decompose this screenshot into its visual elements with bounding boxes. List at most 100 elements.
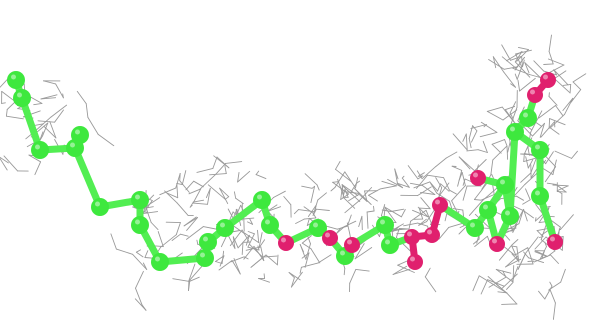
atom-highlight [325,232,330,238]
mesh-segment [232,208,238,219]
mesh-segment [516,195,525,201]
mesh-segment [258,232,263,249]
mesh-segment [159,187,177,196]
mesh-segment [424,267,431,278]
mesh-segment [562,83,572,86]
bond [18,94,44,154]
mesh-segment [420,191,436,195]
mesh-segment [417,222,429,227]
mesh-segment [517,46,529,51]
atom-highlight [95,201,100,207]
mesh-segment [260,246,265,262]
mesh-segment [451,165,463,171]
bond [71,144,104,211]
bond [506,128,519,220]
atom-highlight [75,129,80,135]
mesh-segment [546,182,557,185]
mesh-segment [445,151,458,159]
mesh-segment [33,102,43,106]
mesh-segment [550,254,559,264]
mesh-segment [486,110,504,121]
mesh-segment [466,149,479,152]
mesh-segment [241,241,244,255]
mesh-segment [229,229,243,247]
mesh-segment [247,231,255,235]
mesh-segment [233,191,237,199]
mesh-segment [368,188,381,196]
mesh-segment [341,184,359,197]
mesh-segment [215,255,225,262]
mesh-segment [549,281,553,287]
mesh-segment [0,157,8,171]
mesh-segment [553,70,567,80]
mesh-segment [176,182,179,199]
mesh-segment [342,185,361,203]
mesh-segment [473,182,488,200]
mesh-segment [421,166,437,180]
mesh-segment [556,191,567,193]
mesh-segment [199,173,217,190]
atom-highlight [11,74,16,80]
mesh-segment [303,217,317,220]
mesh-segment [185,180,195,191]
mesh-segment [176,182,183,186]
mesh-segment [157,231,164,248]
atom-highlight [70,142,75,148]
mesh-segment [258,278,270,283]
mesh-segment [175,172,181,189]
mesh-segment [527,147,530,156]
atom-highlight [492,238,497,244]
mesh-segment [524,62,541,78]
mesh-segment [144,197,161,208]
mesh-segment [525,236,539,254]
mesh-segment [511,245,518,248]
mesh-segment [354,247,373,260]
mesh-segment [164,190,178,204]
mesh-segment [150,222,159,231]
mesh-segment [142,211,159,215]
mesh-segment [344,200,360,214]
mesh-segment [276,254,279,266]
atom-highlight [347,239,352,245]
mesh-segment [517,79,521,92]
mesh-segment [452,133,468,151]
mesh-segment [189,204,193,208]
mesh-segment [209,173,227,176]
mesh-segment [533,60,545,72]
atom-highlight [535,144,540,150]
mesh-segment [346,214,352,227]
mesh-segment [473,199,482,201]
carbon-atom [131,191,149,209]
mesh-segment [232,236,239,249]
mesh-segment [571,150,578,159]
mesh-segment [247,221,254,225]
mesh-segment [306,217,310,226]
mesh-segment [435,177,443,189]
mesh-segment [237,234,250,249]
mesh-segment [381,180,397,187]
carbon-atom [71,126,89,144]
atom-highlight [135,194,140,200]
mesh-segment [545,151,554,165]
mesh-segment [540,121,555,138]
mesh-segment [394,168,398,184]
carbon-atom [7,71,25,89]
mesh-segment [87,116,99,135]
mesh-segment [443,177,450,191]
mesh-segment [572,81,582,91]
mesh-segment [530,127,534,133]
mesh-segment [534,251,547,257]
mesh-segment [511,245,519,262]
carbon-atom [199,233,217,251]
mesh-segment [368,194,378,202]
atom-highlight [257,194,262,200]
mesh-segment [504,105,516,111]
mesh-segment [183,217,199,227]
mesh-segment [188,263,196,282]
atom-highlight [407,231,412,237]
mesh-segment [304,252,310,268]
atom-highlight [265,219,270,225]
mesh-segment [5,115,24,120]
mesh-segment [468,138,472,149]
